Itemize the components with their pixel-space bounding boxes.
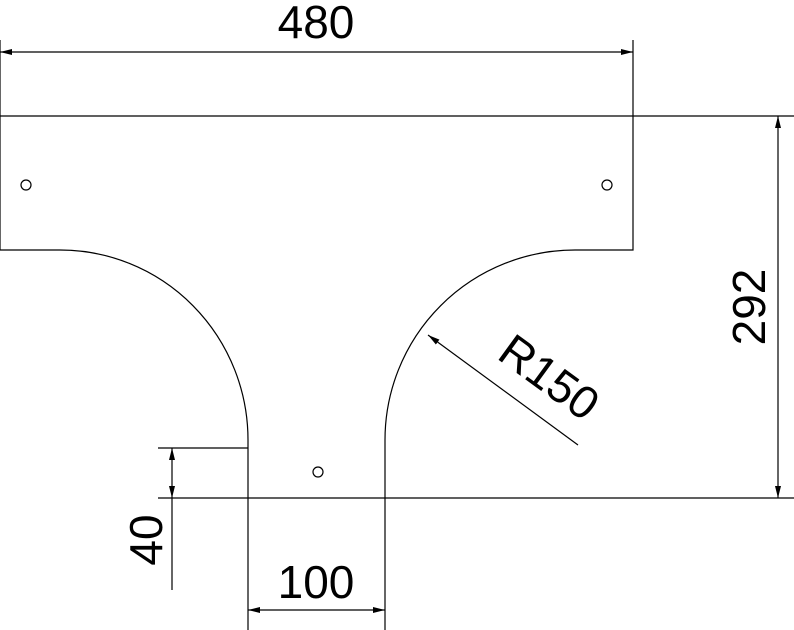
dimension-height: 292 bbox=[158, 116, 794, 499]
height-label: 292 bbox=[723, 269, 775, 346]
mounting-holes bbox=[20, 179, 613, 478]
branch-length-label: 40 bbox=[120, 514, 172, 565]
branch-width-label: 100 bbox=[278, 556, 355, 608]
width-label: 480 bbox=[278, 0, 355, 48]
radius-label: R150 bbox=[490, 324, 610, 431]
part-outline bbox=[0, 115, 794, 630]
dimension-radius: R150 bbox=[427, 324, 610, 446]
hole bbox=[20, 179, 32, 191]
dimension-branch-length: 40 bbox=[120, 447, 248, 590]
hole bbox=[312, 466, 324, 478]
hole bbox=[601, 179, 613, 191]
dimension-branch-width: 100 bbox=[248, 556, 385, 613]
dimension-width: 480 bbox=[0, 0, 634, 116]
